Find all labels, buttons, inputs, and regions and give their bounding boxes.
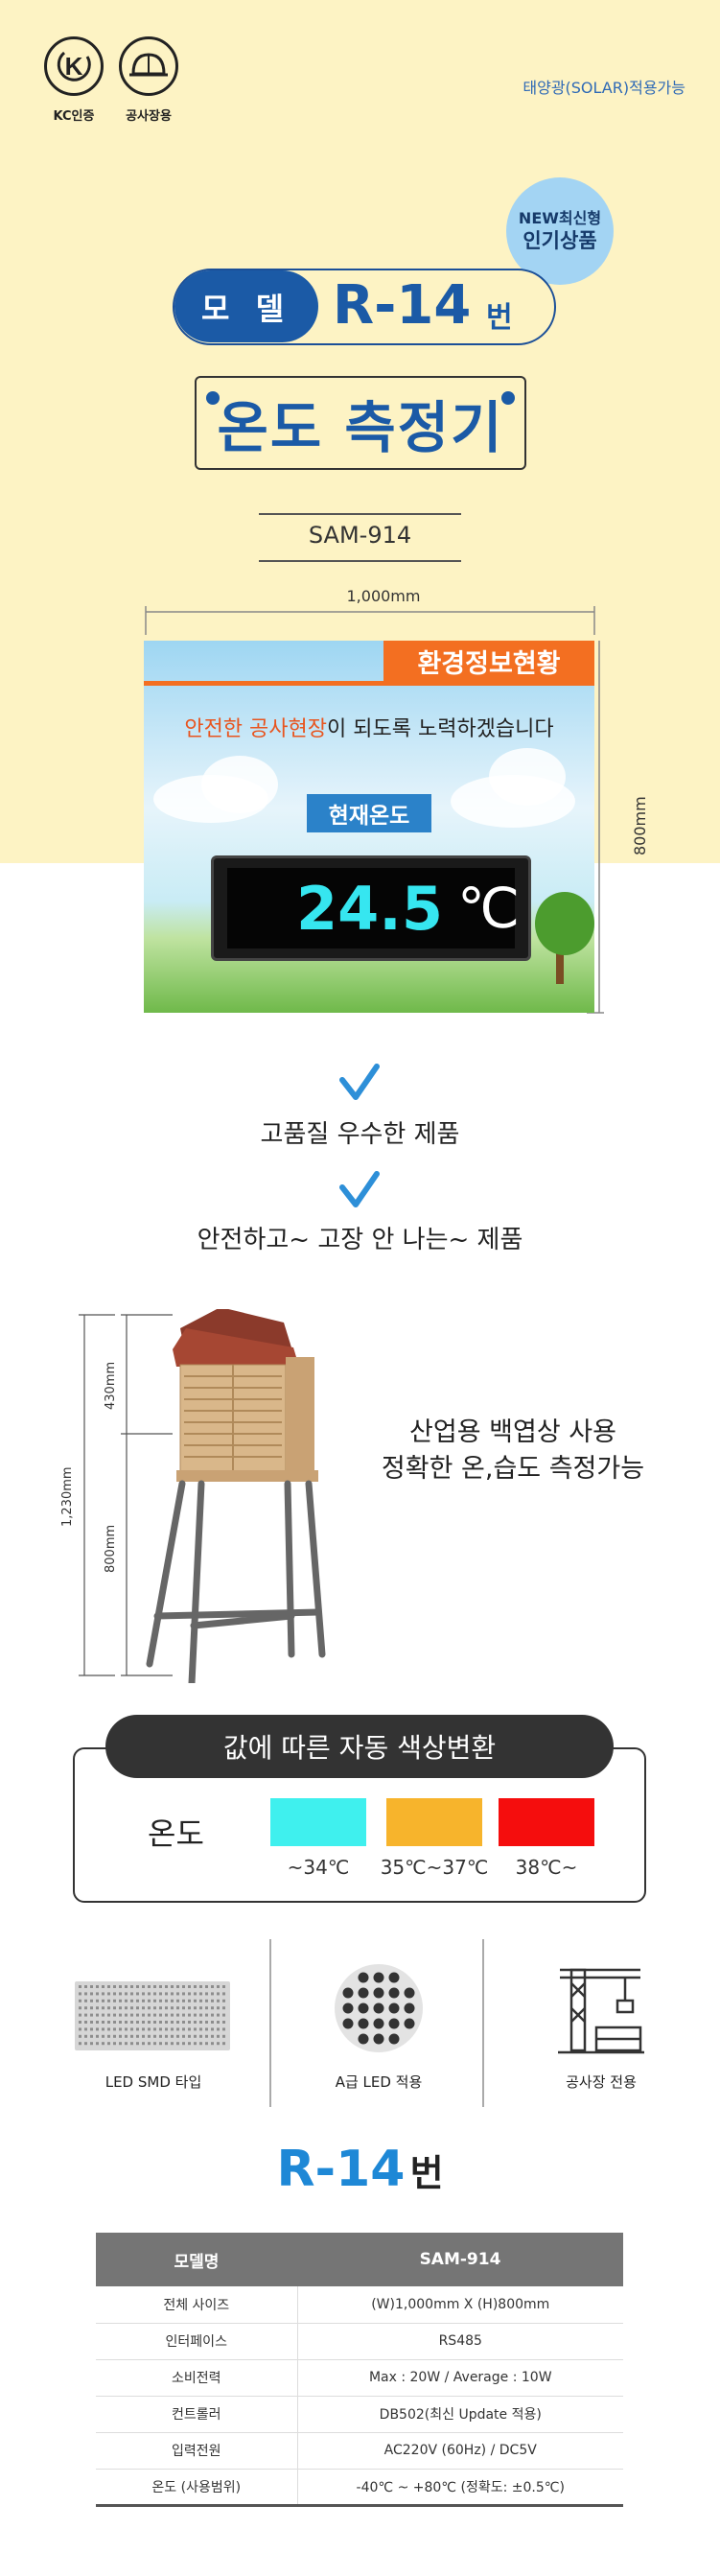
bottom-model-title: R-14 번 xyxy=(0,2141,720,2198)
cloud xyxy=(201,756,278,813)
tree-foliage xyxy=(535,892,594,955)
table-row: 온도 (사용범위)-40℃ ~ +80℃ (정확도: ±0.5℃) xyxy=(96,2469,623,2507)
color-change-title: 값에 따른 자동 색상변환 xyxy=(105,1715,614,1778)
spec-value: RS485 xyxy=(297,2323,623,2360)
sign-header: 환경정보현황 xyxy=(383,641,594,681)
model-code: R-14 xyxy=(333,274,472,337)
sign-strip xyxy=(144,681,594,686)
swatch-label-red: 38℃~ xyxy=(515,1856,578,1879)
swatch-cyan xyxy=(270,1798,366,1846)
spec-header-row: 모델명 SAM-914 xyxy=(96,2233,623,2286)
shelter-top-height: 430mm xyxy=(104,1361,118,1410)
product-title: 온도 측정기 xyxy=(195,376,526,470)
shelter-total-height: 1,230mm xyxy=(60,1466,75,1527)
check-icon xyxy=(339,1064,380,1100)
table-row: 전체 사이즈(W)1,000mm X (H)800mm xyxy=(96,2286,623,2324)
badge-line1: NEW최신형 xyxy=(518,208,602,227)
divider xyxy=(269,1939,271,2107)
dimension-lines xyxy=(145,606,604,1014)
led-smd-panel-icon xyxy=(75,1981,230,2050)
shelter-desc-line1: 산업용 백엽상 사용 xyxy=(409,1417,616,1447)
spec-header-value: SAM-914 xyxy=(297,2233,623,2286)
current-temp-label: 현재온도 xyxy=(307,794,431,832)
model-number: SAM-914 xyxy=(308,522,412,549)
cloud xyxy=(489,748,566,806)
sign-board: 환경정보현황 안전한 공사현장이 되도록 노력하겠습니다 현재온도 24.5 ℃ xyxy=(144,641,594,1013)
model-suffix: 번 xyxy=(486,301,513,335)
spec-key: 인터페이스 xyxy=(96,2323,298,2360)
temperature-value: 24.5 xyxy=(296,874,443,944)
badge-line2: 인기상품 xyxy=(523,228,597,252)
spec-key: 컨트롤러 xyxy=(96,2396,298,2433)
spec-key: 입력전원 xyxy=(96,2432,298,2470)
spec-value: AC220V (60Hz) / DC5V xyxy=(297,2432,623,2470)
cert-label-construction: 공사장용 xyxy=(126,109,172,124)
model-label: 모 델 xyxy=(174,270,318,342)
shelter-desc-line2: 정확한 온,습도 측정가능 xyxy=(381,1453,645,1484)
sign-subtitle: 안전한 공사현장이 되도록 노력하겠습니다 xyxy=(144,712,594,742)
solar-note: 태양광(SOLAR)적용가능 xyxy=(523,79,685,97)
shelter-illustration xyxy=(79,1309,326,1683)
feature-label-a-grade: A급 LED 적용 xyxy=(335,2073,423,2091)
swatch-red xyxy=(499,1798,594,1846)
spec-value: (W)1,000mm X (H)800mm xyxy=(297,2286,623,2324)
tree-icon xyxy=(556,946,564,984)
divider xyxy=(259,513,461,515)
spec-key: 전체 사이즈 xyxy=(96,2286,298,2324)
spec-key: 소비전력 xyxy=(96,2359,298,2397)
spec-value: DB502(최신 Update 적용) xyxy=(297,2396,623,2433)
led-display: 24.5 ℃ xyxy=(211,855,531,961)
check-icon xyxy=(339,1171,380,1207)
new-badge: NEW최신형 인기상품 xyxy=(506,177,614,285)
bottom-model-suffix: 번 xyxy=(409,2152,444,2194)
swatch-label-orange: 35℃~37℃ xyxy=(380,1856,489,1879)
feature-label-smd: LED SMD 타입 xyxy=(105,2073,202,2091)
shelter-description: 산업용 백엽상 사용 정확한 온,습도 측정가능 xyxy=(321,1415,705,1487)
spec-header-key: 모델명 xyxy=(96,2233,297,2286)
led-dot-matrix-icon xyxy=(335,1964,423,2052)
bottom-model-code: R-14 xyxy=(276,2141,406,2198)
kc-mark-icon: K xyxy=(44,36,104,96)
cert-label-kc: KC인증 xyxy=(53,109,95,124)
temperature-unit: ℃ xyxy=(457,876,521,941)
color-row-label: 온도 xyxy=(148,1815,204,1852)
width-dimension: 1,000mm xyxy=(346,587,421,605)
svg-text:K: K xyxy=(65,52,83,81)
spec-value: -40℃ ~ +80℃ (정확도: ±0.5℃) xyxy=(297,2469,623,2507)
led-panel: 24.5 ℃ xyxy=(227,868,520,948)
divider xyxy=(482,1939,484,2107)
height-dimension: 800mm xyxy=(631,796,649,855)
spec-table: 모델명 SAM-914 전체 사이즈(W)1,000mm X (H)800mm … xyxy=(96,2233,623,2507)
sign-subtitle-rest: 이 되도록 노력하겠습니다 xyxy=(327,717,554,741)
swatch-label-cyan: ~34℃ xyxy=(287,1856,350,1879)
swatch-orange xyxy=(386,1798,482,1846)
spec-key: 온도 (사용범위) xyxy=(96,2469,298,2507)
model-header: 모 델 R-14 번 xyxy=(173,269,556,345)
shelter-stand-height: 800mm xyxy=(104,1524,118,1573)
sign-subtitle-highlight: 안전한 공사현장 xyxy=(184,717,328,741)
hardhat-icon xyxy=(119,36,178,96)
divider xyxy=(259,560,461,562)
feature-label-construction: 공사장 전용 xyxy=(566,2073,637,2091)
check-text-reliable: 안전하고~ 고장 안 나는~ 제품 xyxy=(197,1226,523,1254)
crane-icon xyxy=(558,1968,644,2054)
spec-value: Max : 20W / Average : 10W xyxy=(297,2359,623,2397)
check-text-quality: 고품질 우수한 제품 xyxy=(260,1120,460,1149)
